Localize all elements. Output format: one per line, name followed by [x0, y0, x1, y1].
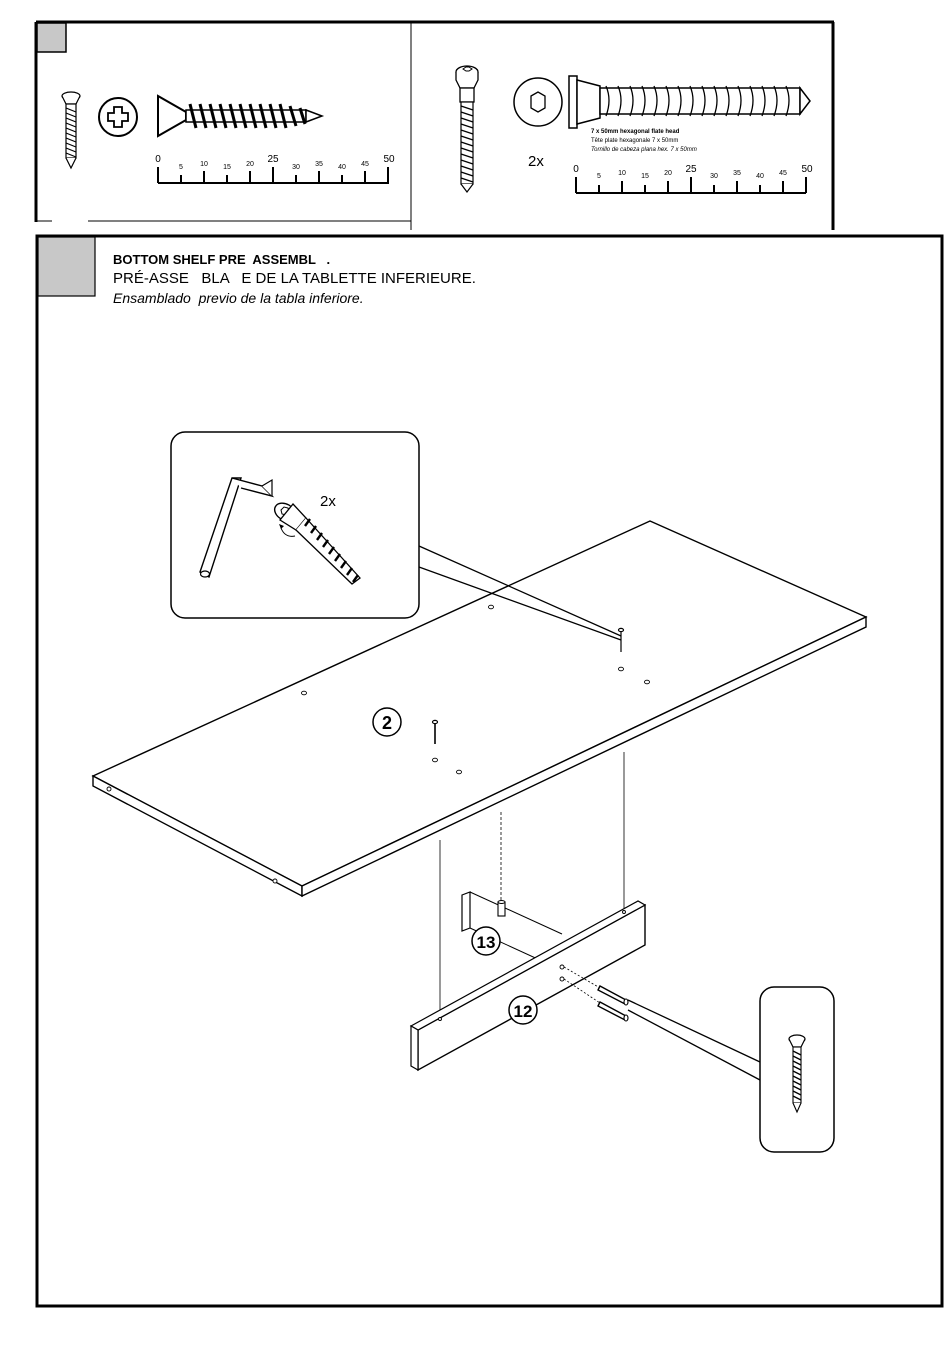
part-label-12: 12 — [509, 996, 537, 1024]
allen-key-inset: 2x — [171, 432, 419, 618]
step-title-es: Ensamblado previo de la tabla inferiore. — [113, 290, 813, 306]
part-label-13: 13 — [472, 927, 500, 955]
step-title-en: BOTTOM SHELF PRE ASSEMBL . — [113, 252, 813, 267]
panel-part-12 — [411, 901, 645, 1070]
part-number: 13 — [477, 933, 496, 952]
dowel-icon — [498, 901, 505, 917]
step-title-fr: PRÉ-ASSE BLA E DE LA TABLETTE INFERIEURE… — [113, 270, 813, 287]
part-label-2: 2 — [373, 708, 401, 736]
screw-inset — [760, 987, 834, 1152]
inset-quantity: 2x — [320, 493, 336, 510]
part-number: 12 — [514, 1002, 533, 1021]
part-number: 2 — [382, 713, 392, 733]
callout-leader — [628, 1000, 760, 1080]
